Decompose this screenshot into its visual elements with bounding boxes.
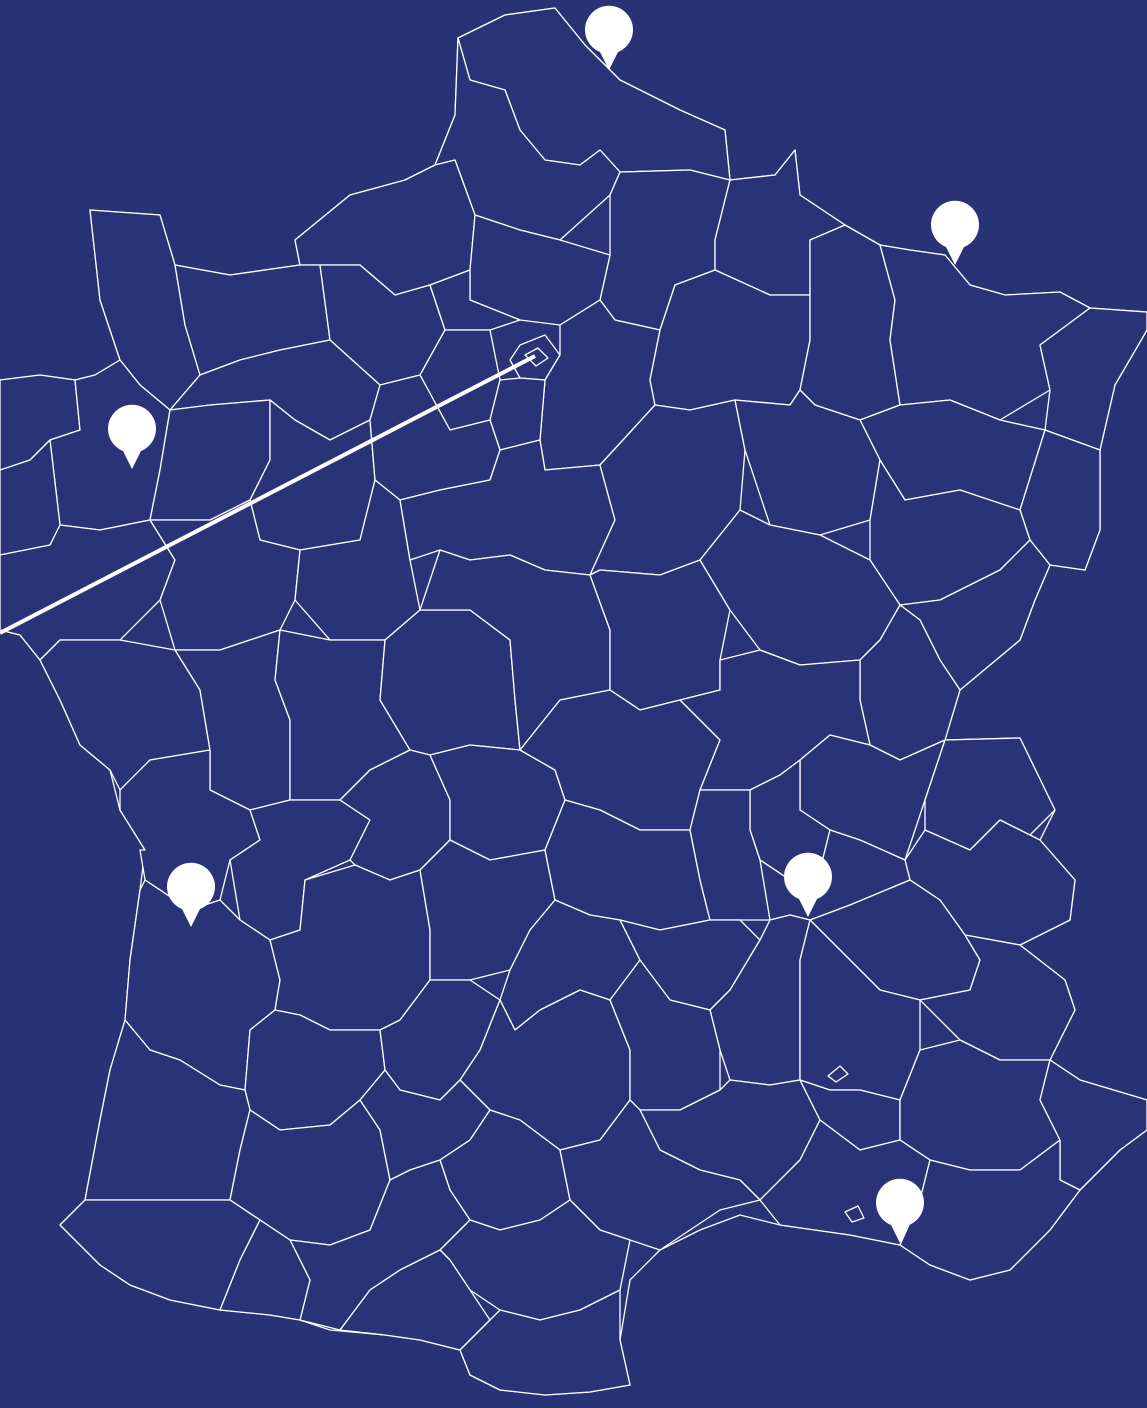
- region-essonne[interactable]: [489, 377, 546, 451]
- map-pin-icon: [585, 5, 633, 71]
- region-var[interactable]: [899, 1139, 1081, 1281]
- marker-west[interactable]: [108, 404, 156, 469]
- marker-south-coast[interactable]: [876, 1178, 924, 1243]
- marker-south-east-inland[interactable]: [784, 852, 832, 917]
- route-line: [0, 354, 536, 635]
- region-loir-et-cher[interactable]: [294, 479, 421, 641]
- region-hautes-pyrenees[interactable]: [219, 1219, 311, 1321]
- region-alpes-maritimes[interactable]: [1039, 1059, 1147, 1191]
- map-pin-icon: [108, 404, 156, 469]
- region-pyrenees-orientales[interactable]: [459, 1289, 631, 1396]
- map-pin-icon: [876, 1178, 924, 1243]
- map-pin-icon: [784, 852, 832, 917]
- marker-south-west[interactable]: [167, 862, 215, 927]
- paris-ring: [524, 347, 549, 367]
- region-nievre[interactable]: [589, 559, 731, 711]
- map-pin-icon: [931, 200, 979, 265]
- region-alpes-de-haute-provence[interactable]: [899, 1039, 1061, 1171]
- region-charente-maritime[interactable]: [119, 749, 261, 911]
- map-pin-icon: [167, 862, 215, 927]
- lake-detail-2: [844, 1205, 865, 1223]
- marker-north-east[interactable]: [931, 200, 979, 265]
- marker-north[interactable]: [585, 5, 633, 71]
- lake-detail-1: [827, 1065, 849, 1083]
